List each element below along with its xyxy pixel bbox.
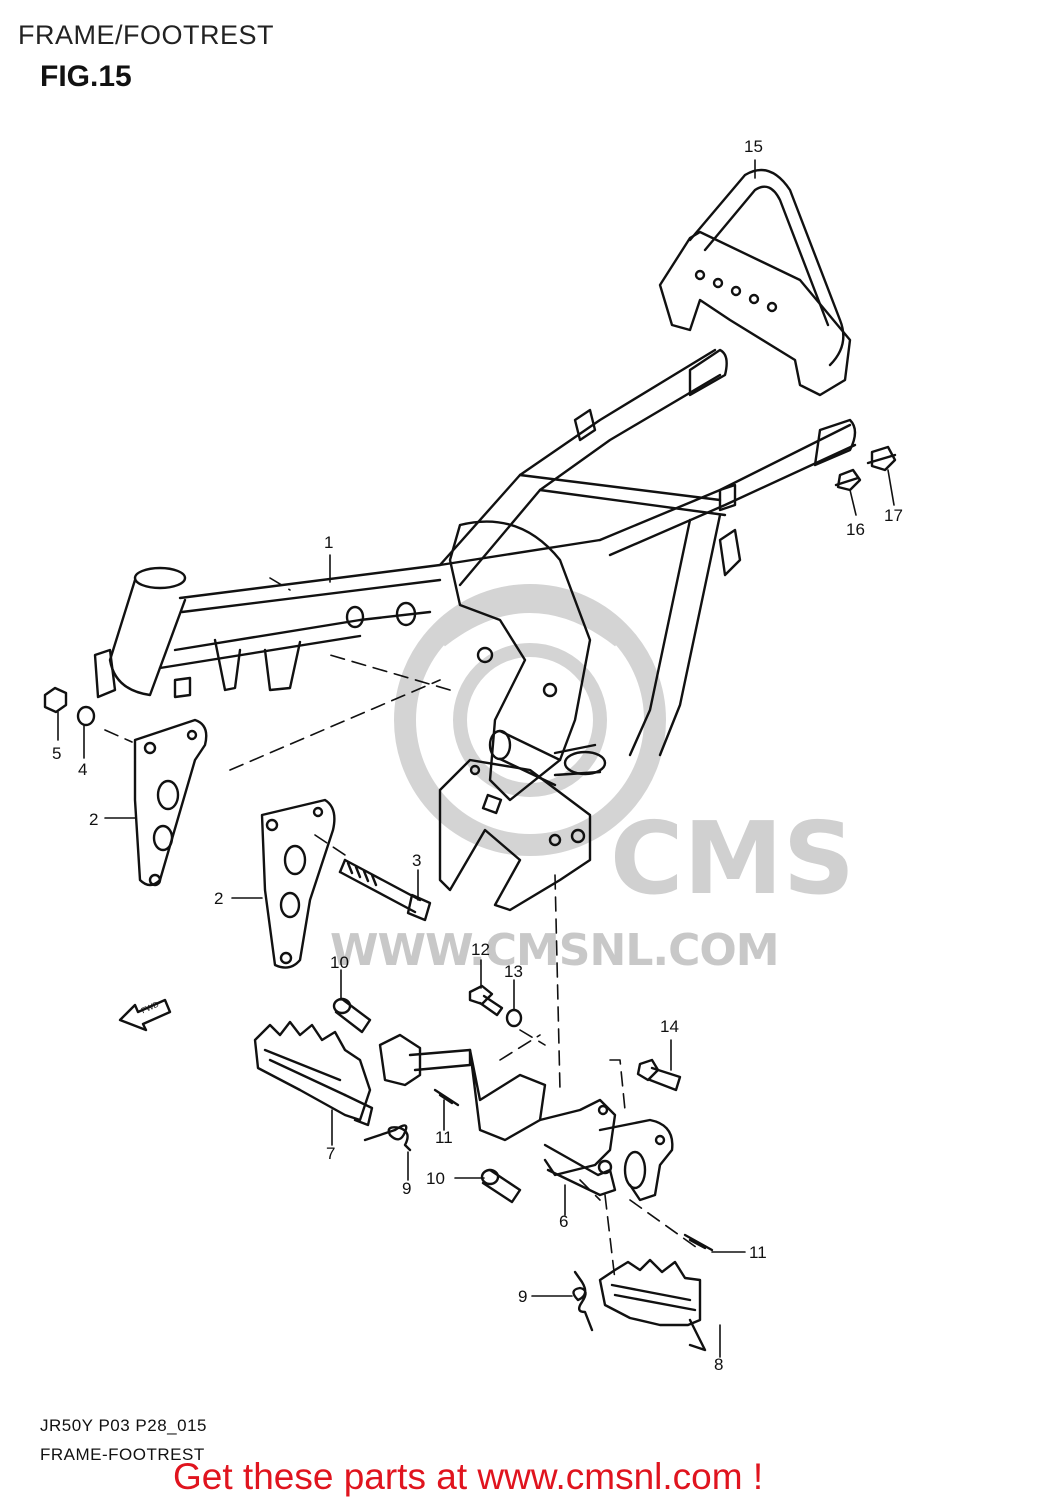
callout-2-right: 2 <box>214 889 224 908</box>
callout-9-lower: 9 <box>518 1287 528 1306</box>
cms-logo-watermark <box>394 584 666 856</box>
flange-bolt-17 <box>866 445 897 472</box>
guide-lines <box>104 577 701 1281</box>
footrest-right <box>598 1258 707 1352</box>
callout-17: 17 <box>884 506 903 525</box>
watermark-cms-text: CMS <box>610 800 855 917</box>
callout-5: 5 <box>52 744 62 763</box>
washer-13 <box>505 1008 523 1028</box>
cotter-pin-lower <box>683 1233 714 1252</box>
bolt-14 <box>636 1058 682 1092</box>
engine-mount-plate-left <box>133 718 208 887</box>
callout-12: 12 <box>471 940 490 959</box>
cta-link-text[interactable]: Get these parts at www.cmsnl.com ! <box>173 1456 764 1497</box>
cotter-pin-upper <box>433 1088 460 1107</box>
callout-11-lower: 11 <box>749 1243 767 1262</box>
nut-part <box>43 686 68 714</box>
callout-10-upper: 10 <box>330 953 349 972</box>
callout-4: 4 <box>78 760 88 779</box>
flange-bolt-16 <box>834 468 862 492</box>
grab-bar-part <box>658 168 852 397</box>
footrest-left <box>253 1020 374 1127</box>
spring-upper <box>363 1124 412 1152</box>
diagram-name: FRAME-FOOTREST <box>40 1445 205 1464</box>
callout-1: 1 <box>324 533 334 552</box>
fwd-arrow-icon <box>118 998 172 1032</box>
watermark-url-text: WWW.CMSNL.COM <box>330 925 780 976</box>
main-frame-part <box>93 348 857 912</box>
diagram-code: JR50Y P03 P28_015 <box>40 1416 207 1435</box>
washer-part <box>76 705 96 727</box>
footrest-bracket <box>378 1033 674 1202</box>
callout-15: 15 <box>744 137 763 156</box>
bolt-12 <box>468 984 504 1017</box>
engine-mount-plate-right <box>260 798 336 969</box>
figure-title: FIG.15 <box>40 60 132 93</box>
callout-7: 7 <box>326 1144 336 1163</box>
callout-10-lower: 10 <box>426 1169 445 1188</box>
section-title: FRAME/FOOTREST <box>18 20 274 50</box>
leader-lines <box>57 159 895 1358</box>
callout-14: 14 <box>660 1017 679 1036</box>
callout-8: 8 <box>714 1355 724 1374</box>
bolt-part <box>338 858 432 922</box>
callout-9-upper: 9 <box>402 1179 412 1198</box>
callout-2-left: 2 <box>89 810 99 829</box>
callout-16: 16 <box>846 520 865 539</box>
spring-lower <box>572 1270 594 1332</box>
callout-6: 6 <box>559 1212 569 1231</box>
callout-3: 3 <box>412 851 422 870</box>
clevis-pin-upper <box>332 997 372 1034</box>
callout-13: 13 <box>504 962 523 981</box>
clevis-pin-lower <box>480 1168 522 1204</box>
callout-11-upper: 11 <box>435 1128 453 1147</box>
